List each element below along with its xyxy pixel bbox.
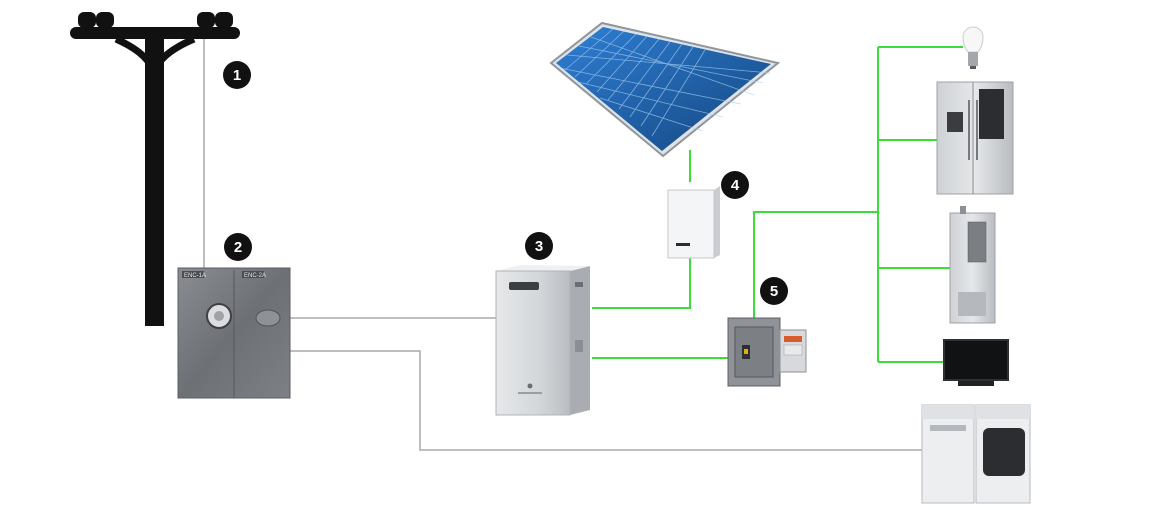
battery-front xyxy=(495,270,571,416)
refrigerator xyxy=(936,81,1014,195)
solar-inverter xyxy=(667,186,720,259)
meter-label-text-1: ENC-1A xyxy=(184,273,206,279)
meter-label-text-2: ENC-2A xyxy=(244,273,266,279)
inverter-indicator xyxy=(676,243,690,246)
bulb-glass xyxy=(962,26,984,53)
fridge-dispenser xyxy=(947,112,963,132)
loads-panel-to-appliances-wire xyxy=(753,211,878,318)
badge-2-label: 2 xyxy=(234,239,242,256)
water-heater xyxy=(949,206,996,324)
utility-pole xyxy=(70,12,240,326)
bulb-base xyxy=(968,52,978,66)
solar-panel-gridlines xyxy=(559,28,771,137)
green-wires xyxy=(592,46,963,363)
badge-4: 4 xyxy=(721,171,749,199)
tv-stand xyxy=(958,381,994,386)
pole-insulators xyxy=(78,12,233,28)
meter-cover-plate xyxy=(255,309,281,327)
pole-brace xyxy=(114,35,196,79)
light-bulb xyxy=(962,26,984,69)
badge-5: 5 xyxy=(760,277,788,305)
battery-display xyxy=(509,282,539,290)
electric-meter: ENC-1A ENC-2A xyxy=(177,267,291,399)
pole-crossarm xyxy=(70,27,240,39)
television xyxy=(943,339,1009,386)
battery-top xyxy=(496,265,590,271)
inverter-body xyxy=(667,189,715,259)
battery-storage-unit xyxy=(495,265,590,416)
badge-3: 3 xyxy=(525,232,553,260)
meter-to-laundry-wire xyxy=(290,350,922,451)
meter-label-1 xyxy=(182,271,204,278)
badge-1: 1 xyxy=(223,61,251,89)
badge-3-label: 3 xyxy=(535,238,543,255)
badge-4-label: 4 xyxy=(731,177,740,194)
battery-logo xyxy=(527,383,533,389)
dryer-door xyxy=(983,428,1025,476)
solar-panel-cells xyxy=(556,27,771,151)
solar-panel xyxy=(549,21,781,158)
meter-label-2 xyxy=(242,271,264,278)
inverter-to-battery-wire xyxy=(592,258,691,309)
pole-post xyxy=(145,34,164,326)
grey-wires xyxy=(203,34,922,451)
washer-dryer xyxy=(921,404,1031,504)
badge-1-label: 1 xyxy=(233,67,241,84)
badge-5-label: 5 xyxy=(770,283,778,300)
inverter-side xyxy=(714,186,720,258)
tv-screen xyxy=(943,339,1009,381)
critical-loads-panel xyxy=(727,317,807,387)
fridge-window xyxy=(979,89,1004,139)
washer-body xyxy=(921,404,975,504)
badge-2: 2 xyxy=(224,233,252,261)
heater-window xyxy=(967,221,987,263)
